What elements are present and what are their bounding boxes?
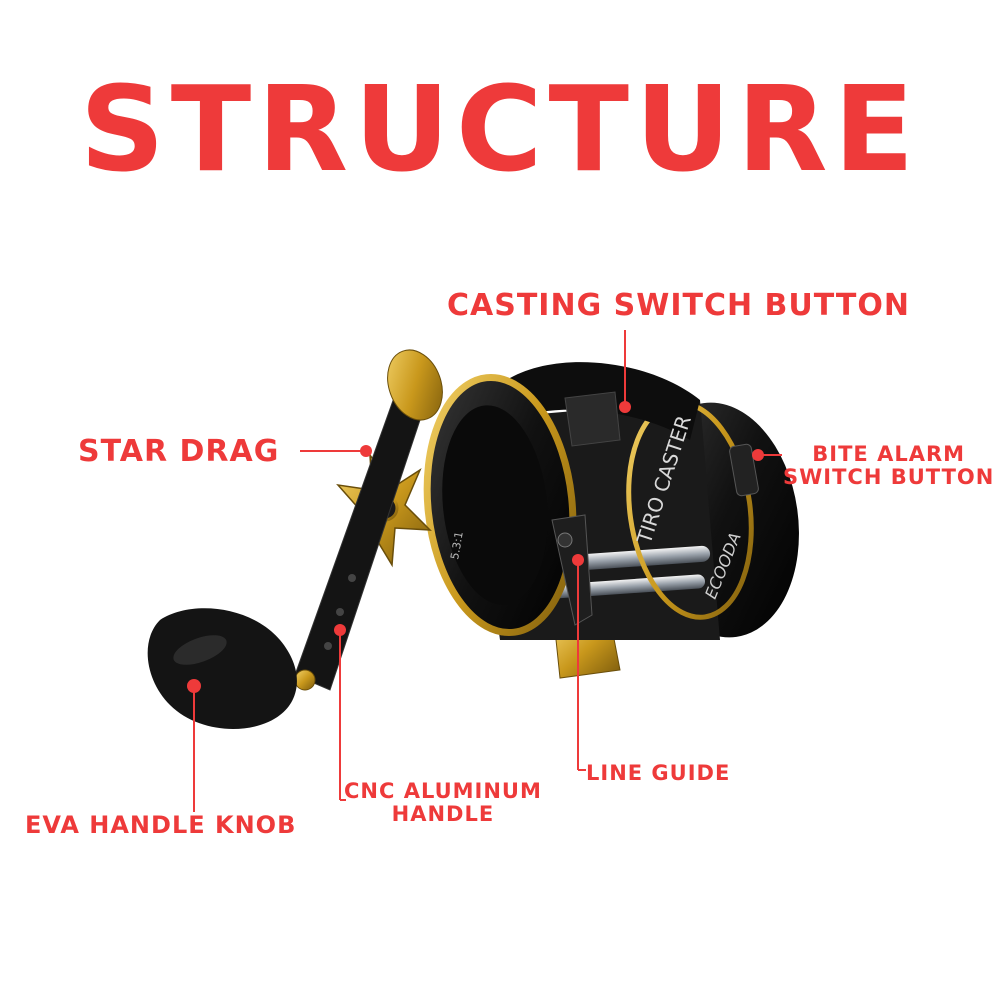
label-line-guide: LINE GUIDE <box>586 761 731 785</box>
label-star-drag: STAR DRAG <box>78 434 280 469</box>
label-cnc-handle-line2: HANDLE <box>391 802 495 827</box>
cnc-handle-dot <box>334 624 346 636</box>
eva-knob-dot <box>187 679 201 693</box>
ratio-text: 5.3:1 <box>448 530 466 560</box>
label-bite-alarm-line1: BITE ALARM <box>812 442 966 466</box>
page-title: STRUCTURE <box>79 60 921 198</box>
label-bite-alarm: BITE ALARM SWITCH BUTTON <box>783 442 995 490</box>
label-bite-alarm-line2: SWITCH BUTTON <box>783 465 995 490</box>
label-cnc-handle: CNC ALUMINUM HANDLE <box>344 779 542 827</box>
label-casting-switch: CASTING SWITCH BUTTON <box>447 288 910 323</box>
star-drag-dot <box>360 445 372 457</box>
label-eva-knob: EVA HANDLE KNOB <box>25 811 297 839</box>
casting-switch-dot <box>619 401 631 413</box>
eva-handle-knob <box>147 608 297 729</box>
line-guide-dot <box>572 554 584 566</box>
label-cnc-handle-line1: CNC ALUMINUM <box>344 779 542 803</box>
reel-body <box>423 362 799 640</box>
callout-lines <box>187 330 782 812</box>
cnc-handle <box>294 349 443 691</box>
bite-alarm-dot <box>752 449 764 461</box>
